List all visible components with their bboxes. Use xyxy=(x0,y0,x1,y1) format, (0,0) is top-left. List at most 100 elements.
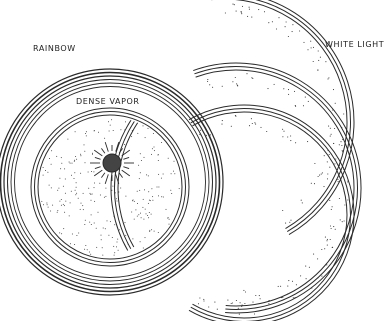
stipple-dot xyxy=(313,47,314,48)
stipple-dot xyxy=(280,286,281,287)
stipple-dot xyxy=(51,164,52,165)
stipple-dot xyxy=(117,242,118,243)
stipple-dot xyxy=(286,21,287,22)
stipple-dot xyxy=(287,294,288,295)
stipple-dot xyxy=(338,181,339,182)
stipple-dot xyxy=(90,254,91,255)
stipple-dot xyxy=(305,266,306,267)
stipple-dot xyxy=(145,209,146,210)
rainbow-ring xyxy=(11,83,209,281)
stipple-dot xyxy=(88,188,89,189)
stipple-dot xyxy=(103,228,104,229)
stipple-dot xyxy=(344,220,345,221)
sun-ray xyxy=(119,173,123,178)
stipple-dot xyxy=(254,313,255,314)
stipple-dot xyxy=(314,163,315,164)
stipple-dot xyxy=(341,145,342,146)
stipple-dot xyxy=(288,280,289,281)
stipple-dot xyxy=(241,13,242,14)
stipple-dot xyxy=(80,209,81,210)
stipple-dot xyxy=(117,239,118,240)
stipple-dot xyxy=(292,281,293,282)
stipple-dot xyxy=(203,299,204,300)
stipple-dot xyxy=(206,135,207,136)
stipple-dot xyxy=(125,121,126,122)
stipple-dot xyxy=(80,154,81,155)
stipple-dot xyxy=(232,4,233,5)
stipple-dot xyxy=(163,197,164,198)
stipple-dot xyxy=(301,200,302,201)
stipple-dot xyxy=(75,131,76,132)
stipple-dot xyxy=(163,174,164,175)
white-light-label: WHITE LIGHT xyxy=(325,41,384,49)
stipple-dot xyxy=(249,9,250,10)
stipple-dot xyxy=(86,135,87,136)
stipple-dot xyxy=(166,209,167,210)
stipple-dot xyxy=(274,84,275,85)
stipple-dot xyxy=(210,134,211,135)
sun-ray xyxy=(101,173,105,178)
stipple-dot xyxy=(311,47,312,48)
stipple-dot xyxy=(320,57,321,58)
vapor-inner-arc-line xyxy=(111,92,156,250)
stipple-dot xyxy=(303,105,304,106)
stipple-dot xyxy=(145,237,146,238)
stipple-dot xyxy=(80,173,81,174)
sun-ray xyxy=(94,150,102,156)
stipple-dot xyxy=(290,135,291,136)
stipple-dot xyxy=(292,31,293,32)
stipple-dot xyxy=(63,204,64,205)
vapor-inner-arc-line xyxy=(115,95,158,249)
stipple-dot xyxy=(144,157,145,158)
stipple-dot xyxy=(232,81,233,82)
stipple-dot xyxy=(295,106,296,107)
stipple-dot xyxy=(70,243,71,244)
stipple-dot xyxy=(217,309,218,310)
stipple-dot xyxy=(300,275,301,276)
stipple-dot xyxy=(114,252,115,253)
stipple-dot xyxy=(115,192,116,193)
stipple-dot xyxy=(330,128,331,129)
stipple-dot xyxy=(324,155,325,156)
stipple-dot xyxy=(43,167,44,168)
stipple-dot xyxy=(332,206,333,207)
stipple-dot xyxy=(71,175,72,176)
stipple-dot xyxy=(318,176,319,177)
stipple-dot xyxy=(63,186,64,187)
stipple-dot xyxy=(339,144,340,145)
stipple-dot xyxy=(158,174,159,175)
stipple-dot xyxy=(94,187,95,188)
stipple-dot xyxy=(330,239,331,240)
stipple-dot xyxy=(313,254,314,255)
stipple-dot xyxy=(45,170,46,171)
stipple-dot xyxy=(75,156,76,157)
stipple-dot xyxy=(244,303,245,304)
stipple-dot xyxy=(288,94,289,95)
stipple-dot xyxy=(161,142,162,143)
stipple-dot xyxy=(57,210,58,211)
stipple-dot xyxy=(143,219,144,220)
stipple-dot xyxy=(94,183,95,184)
sun-ray xyxy=(105,174,108,184)
stipple-dot xyxy=(87,249,88,250)
stipple-dot xyxy=(84,151,85,152)
stipple-dot xyxy=(251,118,252,119)
vapor-ring xyxy=(35,112,186,263)
stipple-dot xyxy=(61,205,62,206)
stipple-dot xyxy=(94,130,95,131)
stipple-dot xyxy=(84,144,85,145)
stipple-dot xyxy=(134,201,135,202)
sun-ray xyxy=(123,157,129,159)
stipple-dot xyxy=(107,220,108,221)
stipple-dot xyxy=(149,231,150,232)
stipple-dot xyxy=(125,222,126,223)
stipple-dot xyxy=(111,188,112,189)
stipple-dot xyxy=(339,198,340,199)
stipple-dot xyxy=(83,209,84,210)
stipple-dot xyxy=(116,198,117,199)
stipple-dot xyxy=(149,230,150,231)
stipple-dot xyxy=(201,135,202,136)
stipple-dot xyxy=(152,148,153,149)
stipple-dot xyxy=(236,11,237,12)
